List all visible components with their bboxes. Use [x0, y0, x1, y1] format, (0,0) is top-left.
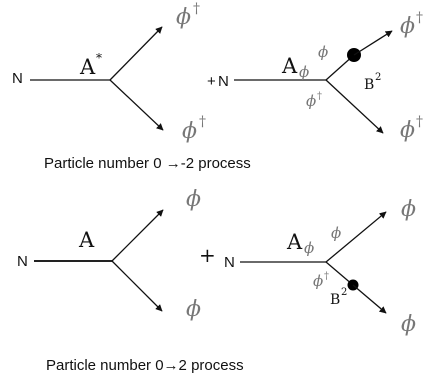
out-lower-phi: ϕ	[182, 119, 197, 144]
outgoing-upper-arrow	[353, 30, 393, 56]
outgoing-lower-arrow	[109, 79, 164, 131]
top-left-diagram: N A * ϕ † ϕ †	[12, 1, 206, 144]
inner-lower-dagger: †	[317, 91, 322, 102]
vertex-label: B	[330, 292, 340, 308]
vertex-label: B	[364, 77, 374, 93]
inner-lower-line	[325, 261, 354, 286]
top-caption: Particle number 0 →-2 process	[44, 155, 251, 172]
source-label: N	[218, 73, 229, 90]
top-right-diagram: + N A ϕ ϕ ϕ † B 2 ϕ † ϕ †	[207, 10, 423, 143]
plus-sign: +	[207, 73, 216, 90]
bottom-left-diagram: N A ϕ ϕ	[17, 187, 201, 322]
out-upper-phi: ϕ	[401, 197, 416, 222]
source-label: N	[224, 254, 235, 271]
out-lower-dagger: †	[199, 114, 206, 130]
inner-upper-phi: ϕ	[318, 43, 328, 61]
inner-lower-phi: ϕ	[306, 92, 316, 110]
outgoing-upper-arrow	[109, 26, 163, 81]
outgoing-lower-arrow	[325, 79, 384, 134]
out-upper-phi: ϕ	[400, 14, 415, 39]
inner-lower-phi: ϕ	[313, 272, 323, 290]
plus-sign: +	[199, 243, 216, 267]
inner-lower-dagger: †	[324, 271, 329, 282]
outgoing-upper-arrow	[325, 211, 387, 263]
out-lower-dagger: †	[416, 114, 423, 130]
bottom-caption: Particle number 0→2 process	[46, 357, 244, 374]
propagator-sup: *	[96, 51, 102, 65]
vertex-sup: 2	[341, 287, 347, 298]
out-upper-dagger: †	[193, 1, 200, 17]
source-label: N	[17, 253, 28, 270]
propagator-sub: ϕ	[299, 63, 309, 81]
propagator-label: A	[286, 230, 303, 254]
out-upper-phi: ϕ	[186, 187, 201, 212]
propagator-label: A	[281, 54, 298, 78]
inner-upper-phi: ϕ	[331, 224, 341, 242]
outgoing-lower-arrow	[352, 284, 387, 314]
propagator-label: A	[78, 228, 95, 252]
propagator-label: A	[79, 55, 96, 79]
out-upper-dagger: †	[416, 10, 423, 26]
out-lower-phi: ϕ	[186, 297, 201, 322]
propagator-sub: ϕ	[304, 239, 314, 257]
outgoing-lower-arrow	[111, 260, 163, 312]
source-label: N	[12, 70, 23, 87]
bottom-right-diagram: + N A ϕ ϕ ϕ † B 2 ϕ ϕ	[199, 197, 416, 337]
outgoing-upper-arrow	[111, 209, 164, 262]
out-lower-phi: ϕ	[400, 118, 415, 143]
out-upper-phi: ϕ	[176, 5, 191, 30]
out-lower-phi: ϕ	[401, 312, 416, 337]
vertex-sup: 2	[375, 72, 381, 83]
